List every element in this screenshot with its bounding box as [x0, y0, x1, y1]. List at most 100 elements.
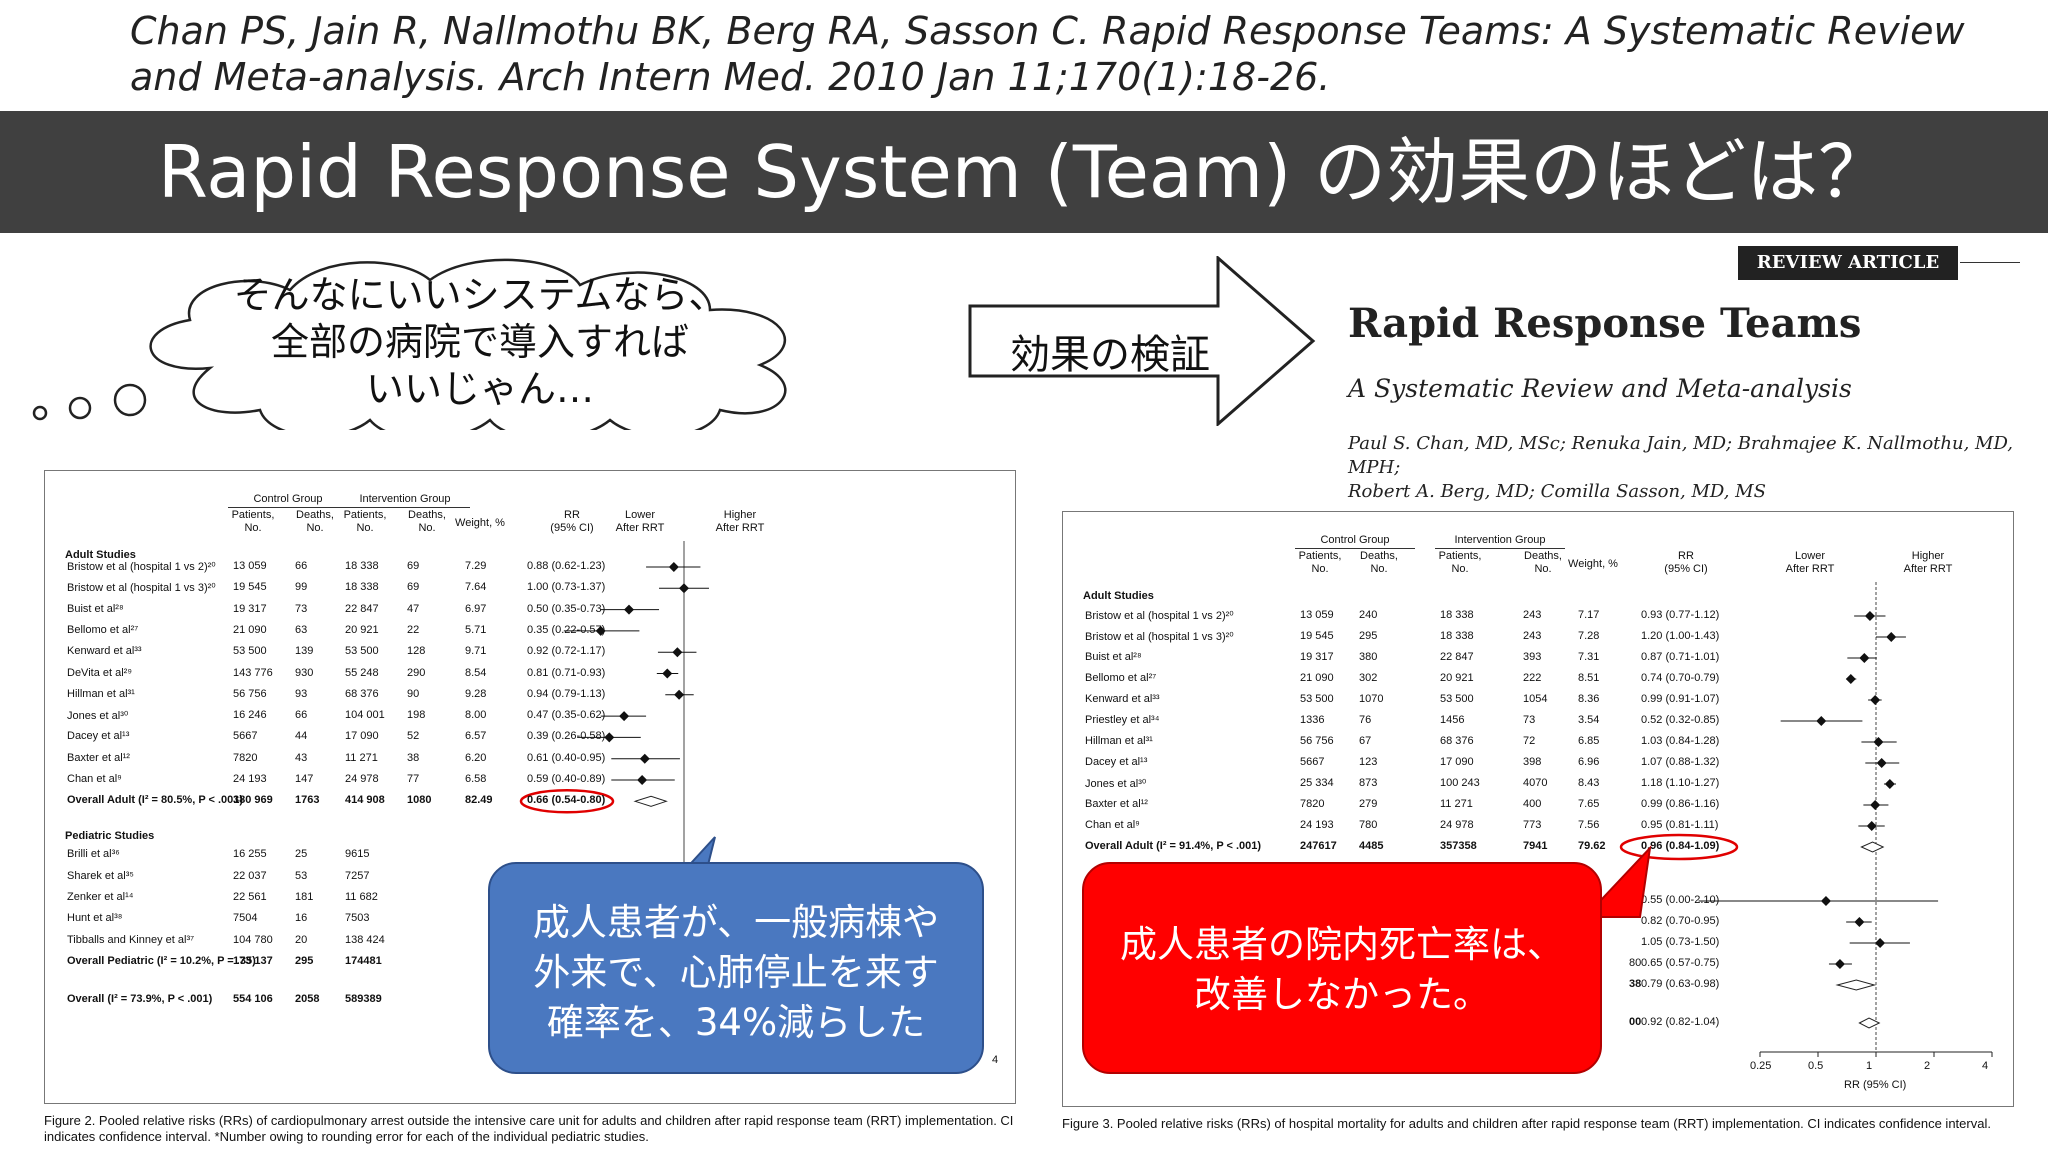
fig3-ped-rr-1: 0.82 (0.70-0.95): [1641, 915, 1720, 927]
fig2-row-3-rr: 0.35 (0.22-0.57): [527, 623, 606, 636]
fig3-row-10-intervention-deaths: 773: [1523, 819, 1542, 831]
fig3-x-tick-label-0: 0.25: [1750, 1060, 1772, 1072]
fig2-row-10-control-patients: 24 193: [233, 773, 267, 785]
fig2-row-9-intervention-deaths: 38: [407, 751, 420, 764]
fig2-row-10-point: [637, 775, 648, 785]
article-badge-rule: REVIEW ARTICLE: [1738, 246, 1996, 280]
intervention-group-header: Intervention Group: [1454, 534, 1546, 546]
fig2-ped-row-2-control-patients: 22 561: [233, 890, 267, 903]
fig3-ped-side-3: 80: [1629, 957, 1642, 969]
fig2-row-6-point: [674, 689, 685, 700]
fig2-overall-pediatric-control-deaths: 295: [295, 954, 314, 967]
fig3-row-7-intervention-deaths: 398: [1523, 756, 1542, 768]
fig2-row-4-control-deaths: 139: [295, 645, 314, 658]
intervention-group-rule: [340, 507, 470, 508]
control-deaths-header: Deaths, No.: [296, 509, 334, 534]
fig3-ped-rr-2: 1.05 (0.73-1.50): [1641, 936, 1720, 948]
fig2-row-6-intervention-deaths: 90: [407, 687, 420, 700]
fig2-overall-control-deaths: 2058: [295, 992, 320, 1005]
control-group-header: Control Group: [1320, 534, 1390, 546]
fig3-row-2-weight: 7.31: [1578, 651, 1600, 663]
fig3-row-2-point: [1859, 653, 1870, 663]
control-group-rule: [228, 507, 348, 508]
fig2-overall-adult-diamond: [633, 795, 668, 807]
fig2-overall-control-patients: 554 106: [233, 992, 273, 1005]
fig3-row-10-point: [1866, 821, 1877, 831]
fig2-overall-pediatric-control-patients: 173 137: [233, 954, 273, 967]
fig3-row-5-control-patients: 1336: [1300, 714, 1325, 726]
thought-line-3: いいじゃん…: [365, 367, 594, 411]
fig2-overall-pediatric-study: Overall Pediatric (I² = 10.2%, P = .35): [67, 954, 256, 967]
fig2-row-5-weight: 8.54: [465, 666, 487, 679]
fig2-row-8-control-patients: 5667: [233, 730, 258, 743]
callout-red: 成人患者の院内死亡率は、 改善しなかった。: [1082, 862, 1602, 1074]
higher-after-rrt-header: Higher After RRT: [1903, 550, 1953, 575]
weight-header: Weight, %: [1568, 558, 1618, 570]
fig2-row-4-weight: 9.71: [465, 645, 487, 658]
fig3-row-2-rr: 0.87 (0.71-1.01): [1641, 651, 1720, 663]
fig3-x-tick-label-4: 4: [1982, 1060, 1989, 1072]
fig2-row-1-weight: 7.64: [465, 581, 487, 594]
fig3-row-4-point: [1870, 695, 1881, 705]
fig2-row-0-control-patients: 13 059: [233, 560, 267, 572]
fig2-row-7-rr: 0.47 (0.35-0.62): [527, 709, 606, 722]
fig2-row-0-intervention-patients: 18 338: [345, 560, 379, 572]
thought-bubble: [32, 258, 787, 430]
fig2-row-3-intervention-deaths: 22: [407, 623, 420, 636]
fig3-x-tick-label-1: 0.5: [1808, 1060, 1824, 1072]
fig3-row-9-control-patients: 7820: [1300, 798, 1325, 810]
fig2-row-9-control-patients: 7820: [233, 751, 258, 764]
fig2-row-3-intervention-patients: 20 921: [345, 623, 379, 636]
fig2-overall-adult-intervention-deaths: 1080: [407, 794, 432, 807]
fig3-row-2-intervention-patients: 22 847: [1440, 651, 1474, 663]
fig3-row-4-intervention-deaths: 1054: [1523, 693, 1548, 705]
fig3-row-8-weight: 8.43: [1578, 777, 1600, 789]
thought-line-2: 全部の病院で導入すれば: [270, 320, 689, 364]
article-authors-line-1: Paul S. Chan, MD, MSc; Renuka Jain, MD; …: [1348, 433, 2013, 478]
fig3-row-5-weight: 3.54: [1578, 714, 1600, 726]
fig2-row-10-intervention-deaths: 77: [407, 773, 420, 785]
fig3-row-4-control-patients: 53 500: [1300, 693, 1334, 705]
fig2-row-9-rr: 0.61 (0.40-0.95): [527, 751, 606, 764]
fig2-overall-study: Overall (I² = 73.9%, P < .001): [67, 992, 213, 1005]
fig3-row-9-study: Baxter et al¹²: [1085, 798, 1148, 810]
fig2-row-3-study: Bellomo et al²⁷: [67, 623, 139, 636]
fig2-row-4-study: Kenward et al³³: [67, 645, 142, 658]
fig2-row-8-point: [604, 732, 615, 743]
intervention-group-rule: [1435, 548, 1565, 549]
fig2-row-8-control-deaths: 44: [295, 730, 308, 743]
fig3-overall-adult-diamond: [1860, 841, 1885, 853]
figure-3-forest-plot: [1619, 582, 1993, 1057]
fig3-row-6-weight: 6.85: [1578, 735, 1600, 747]
fig3-row-2-control-deaths: 380: [1359, 651, 1378, 663]
fig3-row-0-intervention-deaths: 243: [1523, 609, 1542, 621]
fig3-row-2-study: Buist et al²⁸: [1085, 651, 1142, 663]
fig2-overall-pediatric-intervention-patients: 174481: [345, 954, 382, 967]
fig3-row-7-control-deaths: 123: [1359, 756, 1378, 768]
fig2-ped-row-3-control-deaths: 16: [295, 912, 308, 925]
fig2-row-10-intervention-patients: 24 978: [345, 773, 379, 785]
fig3-row-5-intervention-deaths: 73: [1523, 714, 1536, 726]
control-group-header: Control Group: [253, 493, 323, 505]
article-title: Rapid Response Teams: [1348, 300, 1862, 347]
fig2-row-2-intervention-patients: 22 847: [345, 602, 379, 615]
fig2-row-8-intervention-patients: 17 090: [345, 730, 379, 743]
fig2-overall-intervention-patients: 589389: [345, 992, 382, 1005]
fig3-row-9-intervention-deaths: 400: [1523, 798, 1542, 810]
fig2-ped-row-4-intervention-patients: 138 424: [345, 933, 385, 946]
fig3-row-4-weight: 8.36: [1578, 693, 1600, 705]
fig2-row-7-control-deaths: 66: [295, 709, 308, 722]
fig2-ped-row-1-control-patients: 22 037: [233, 869, 267, 882]
fig2-row-0-point: [668, 562, 679, 572]
fig2-overall-adult-weight: 82.49: [465, 794, 493, 807]
fig2-row-6-rr: 0.94 (0.79-1.13): [527, 687, 606, 700]
lower-after-rrt-header: Lower After RRT: [1785, 550, 1835, 575]
callout-blue-line-2: 外来で、心肺停止を来す: [533, 951, 939, 994]
control-group-rule: [1295, 548, 1415, 549]
fig3-row-10-control-deaths: 780: [1359, 819, 1378, 831]
fig3-row-0-study: Bristow et al (hospital 1 vs 2)²⁰: [1085, 610, 1234, 622]
fig2-row-0-rr: 0.88 (0.62-1.23): [527, 560, 606, 572]
fig3-row-7-point: [1876, 758, 1887, 768]
fig3-row-6-control-deaths: 67: [1359, 735, 1372, 747]
fig2-row-7-intervention-patients: 104 001: [345, 709, 385, 722]
